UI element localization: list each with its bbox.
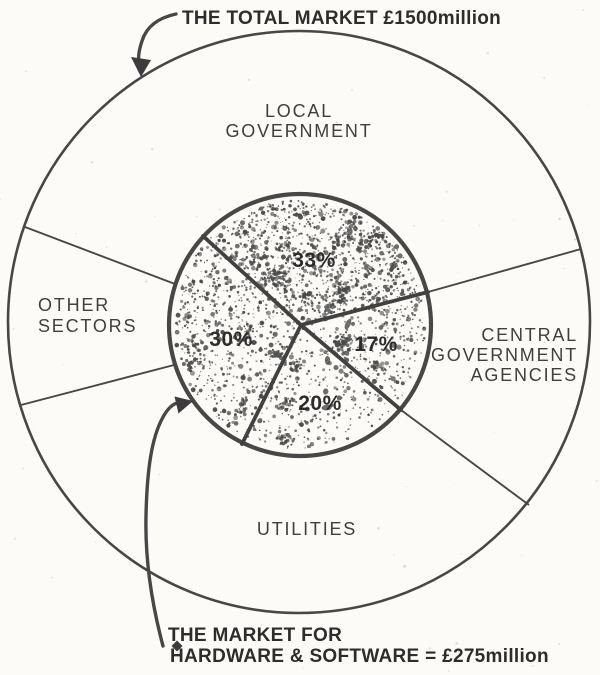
paper-noise-specks [0, 9, 598, 672]
ring-divider-other-utilities [20, 364, 175, 406]
pct-label-local: 33% [292, 249, 336, 272]
inner-market-arrowhead-icon [174, 396, 193, 414]
ring-divider-local-central [427, 248, 582, 293]
ring-divider-local-other [24, 226, 176, 285]
total-market-annotation: THE TOTAL MARKET £1500million [182, 8, 501, 29]
pct-label-central: 17% [354, 333, 398, 356]
stipple-texture [174, 199, 427, 449]
ring-divider-central-utilities [400, 409, 530, 506]
sector-label-central-line3: AGENCIES [471, 365, 578, 385]
pie-slice-dividers [201, 234, 430, 446]
inner-market-annotation-line1: THE MARKET FOR [168, 625, 342, 646]
sector-label-other-line2: SECTORS [38, 316, 137, 336]
inner-market-annotation-line2: HARDWARE & SOFTWARE = £275million [170, 646, 549, 667]
sector-label-local-line2: GOVERNMENT [225, 121, 372, 141]
pct-label-other: 30% [209, 328, 253, 351]
outer-circle-total-market [6, 29, 592, 615]
inner-market-arrow-tail [144, 400, 182, 648]
inner-circle-hw-sw-market [166, 191, 434, 459]
sector-label-central-line2: GOVERNMENT [431, 345, 578, 365]
sector-label-central-line1: CENTRAL [481, 325, 578, 345]
divider-20-30 [240, 323, 303, 446]
sector-label-other-line1: OTHER [38, 295, 110, 315]
sector-label-utilities: UTILITIES [257, 519, 357, 539]
sector-label-local-line1: LOCAL [265, 101, 333, 121]
pct-label-utilities: 20% [298, 392, 342, 415]
divider-17-20 [299, 323, 403, 412]
arrow-tail-end-mark-icon [171, 640, 183, 652]
total-market-arrow-tail [136, 12, 178, 65]
divider-33-17 [299, 290, 430, 327]
total-market-arrowhead-icon [131, 57, 151, 77]
divider-30-33 [201, 234, 303, 327]
